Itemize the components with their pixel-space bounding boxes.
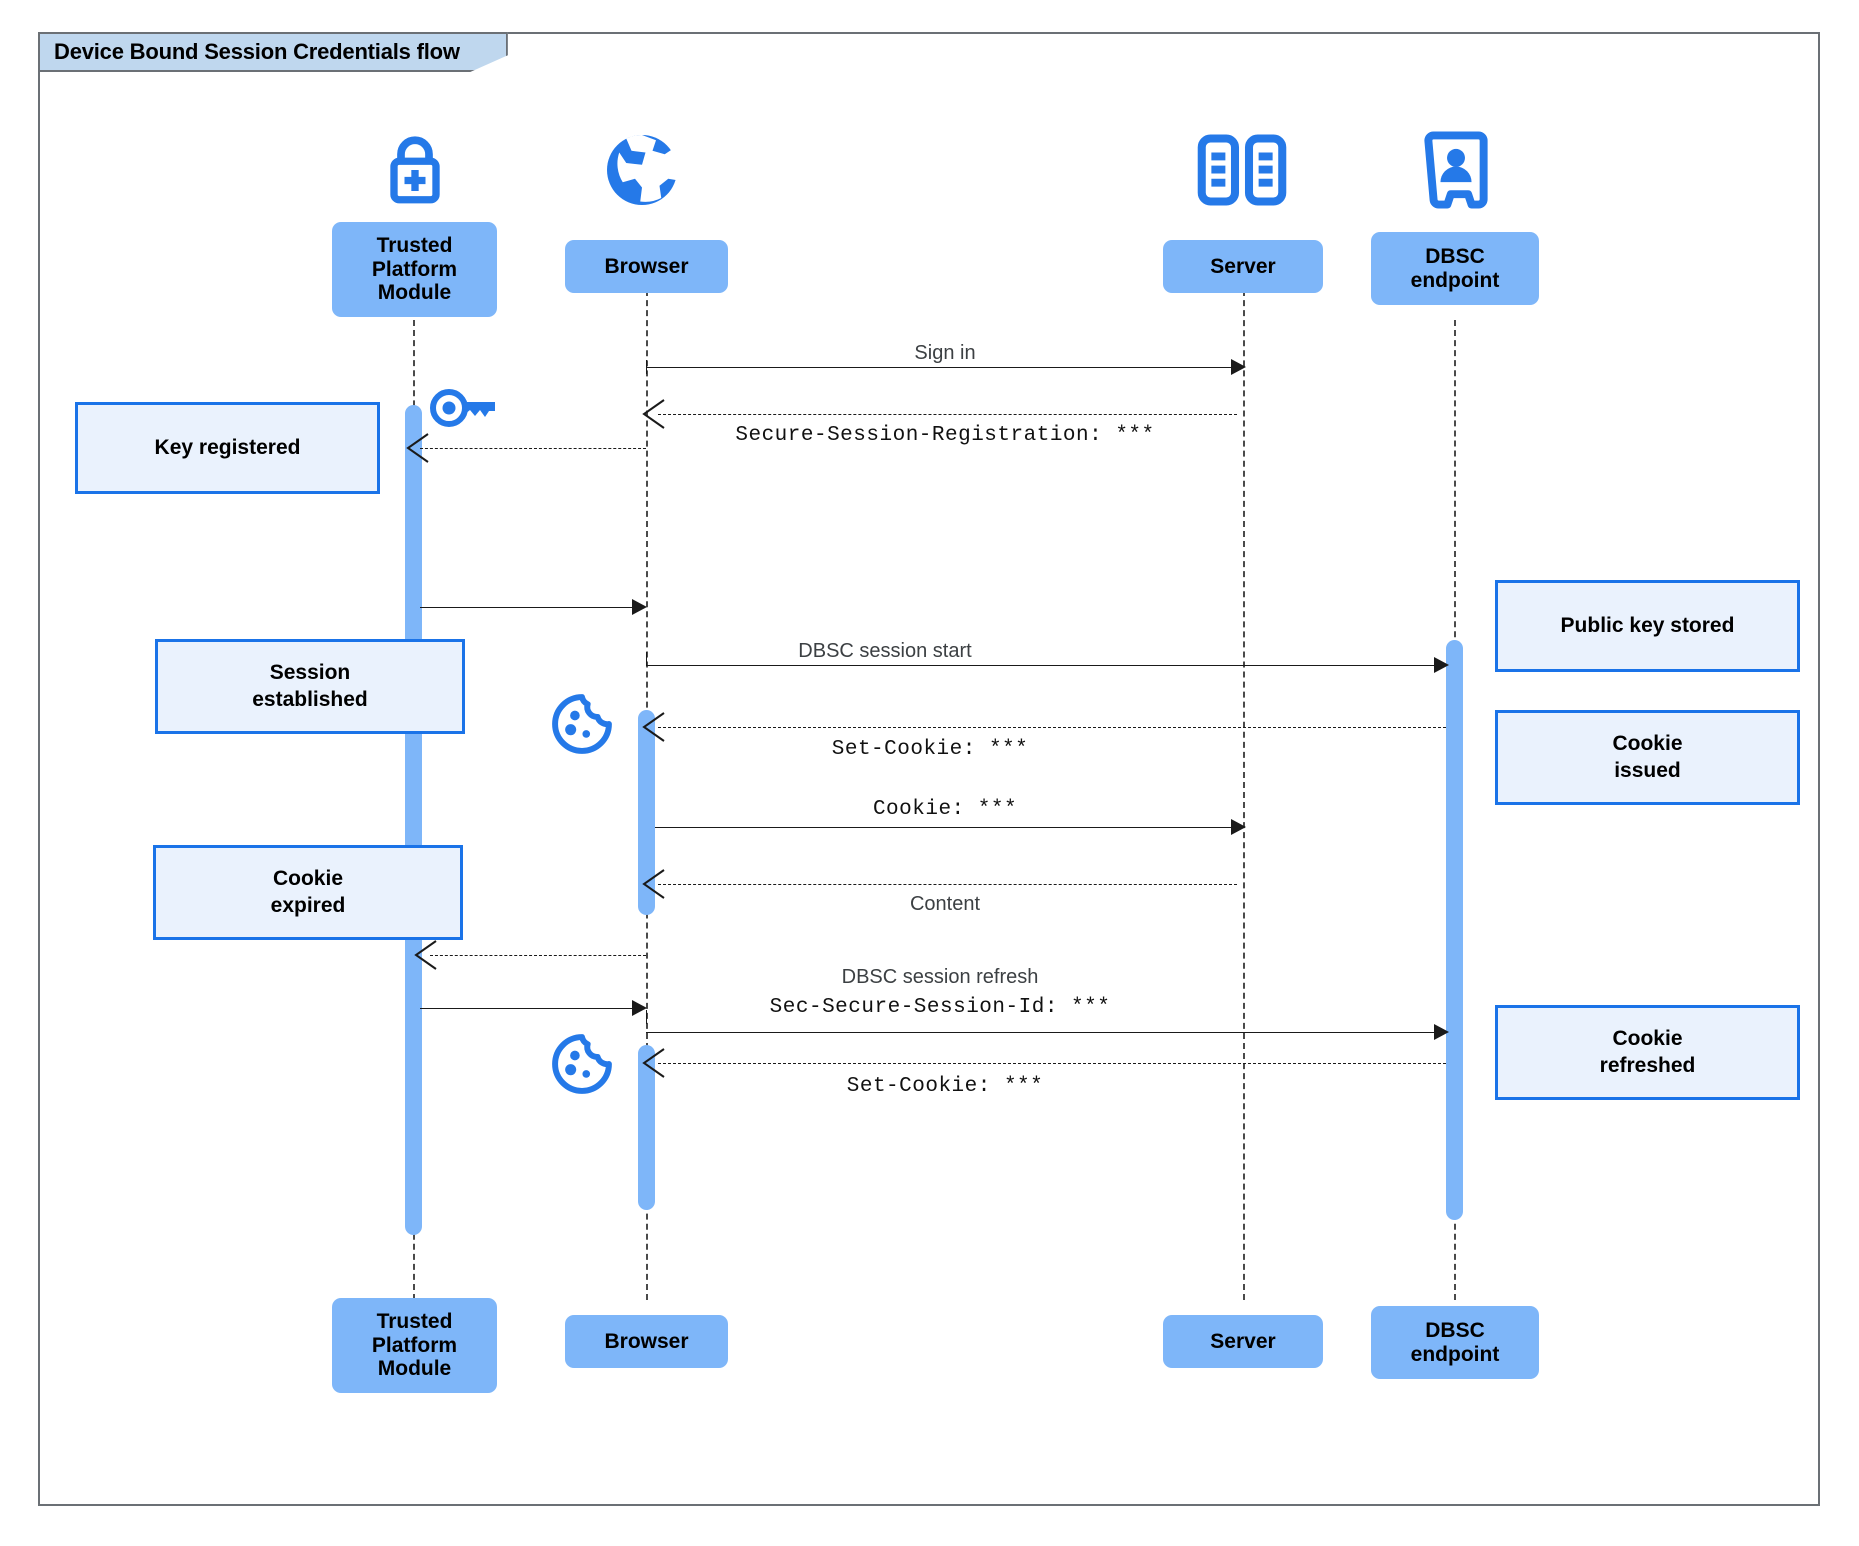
actor-browser-bottom[interactable]: Browser [565,1315,728,1368]
message-label-dbsc-session-refresh: DBSC session refresh [841,966,1039,988]
cookie-icon [548,1030,616,1098]
activation-dbsc [1446,640,1463,1220]
diagram-title: Device Bound Session Credentials flow [38,32,508,72]
note-text: Key registered [154,435,301,459]
actor-dbsc-bottom[interactable]: DBSC endpoint [1371,1306,1539,1379]
message-arrowhead [1434,1024,1449,1040]
actor-label-line: endpoint [1410,1342,1500,1366]
message-label-set-cookie-2: Set-Cookie: *** [846,1075,1044,1098]
actor-label-line: Platform [371,257,458,281]
message-arrowhead [632,1000,647,1016]
message-arrowhead-open [640,398,668,430]
lifeline-server [1243,280,1245,1300]
message-line-content [658,884,1237,885]
message-label-sec-secure-session-id: Sec-Secure-Session-Id: *** [769,996,1111,1019]
actor-label-line: Trusted [376,234,453,258]
message-arrowhead [1231,359,1246,375]
note-session-established: Session established [155,639,465,734]
actor-browser-top[interactable]: Browser [565,240,728,293]
message-label-secure-session-registration: Secure-Session-Registration: *** [735,424,1155,447]
message-tail-tick [646,652,647,666]
note-cookie-expired: Cookie expired [153,845,463,940]
activation-browser-1 [638,710,655,915]
globe-icon [600,128,684,212]
id-badge-icon [1418,128,1494,212]
actor-tpm-bottom[interactable]: Trusted Platform Module [332,1298,497,1393]
message-label-cookie: Cookie: *** [872,798,1018,821]
message-line-tpm-register [420,448,646,449]
note-text: Public key stored [1560,613,1735,637]
message-label-content: Content [909,893,981,915]
message-label-sign-in: Sign in [914,342,976,364]
message-tail-tick [646,1010,647,1024]
lock-plus-icon [373,128,457,212]
note-cookie-refreshed: Cookie refreshed [1495,1005,1800,1100]
message-label-dbsc-session-start: DBSC session start [798,640,972,662]
message-line-tpm-to-browser [420,607,639,608]
actor-tpm-top[interactable]: Trusted Platform Module [332,222,497,317]
note-cookie-issued: Cookie issued [1495,710,1800,805]
message-line-browser-to-tpm [430,955,646,956]
activation-browser-2 [638,1045,655,1210]
message-arrowhead [1231,819,1246,835]
actor-server-top[interactable]: Server [1163,240,1323,293]
actor-label-line: Browser [604,1329,689,1353]
actor-label-line: DBSC [1425,1318,1485,1342]
message-arrowhead [632,599,647,615]
message-arrowhead-open [412,939,440,971]
activation-tpm [405,405,422,1235]
note-text-line: established [252,687,368,711]
actor-label-line: Module [377,281,452,305]
message-arrowhead-open [640,711,668,743]
note-text-line: Session [269,661,351,685]
actor-label-line: DBSC [1425,244,1485,268]
actor-label-line: Server [1210,254,1276,278]
note-text-line: expired [270,893,346,917]
server-rack-icon [1196,128,1288,212]
note-text-line: Cookie [1612,1027,1683,1051]
message-line-sign-in [646,367,1237,368]
actor-label-line: endpoint [1410,268,1500,292]
cookie-icon [548,690,616,758]
actor-label-line: Module [377,1357,452,1381]
note-key-registered: Key registered [75,402,380,494]
message-arrowhead [1434,657,1449,673]
message-arrowhead-open [640,1047,668,1079]
message-label-set-cookie-1: Set-Cookie: *** [831,738,1029,761]
message-line-dbsc-session-refresh [646,1032,1446,1033]
actor-label-line: Server [1210,1329,1276,1353]
message-line-set-cookie-2 [658,1063,1446,1064]
message-line-tpm-to-browser-2 [420,1008,639,1009]
actor-label-line: Browser [604,254,689,278]
message-line-dbsc-session-start [646,665,1446,666]
note-text-line: issued [1614,758,1681,782]
note-text-line: refreshed [1599,1053,1696,1077]
message-line-secure-session-registration [658,414,1237,415]
actor-dbsc-top[interactable]: DBSC endpoint [1371,232,1539,305]
message-line-cookie [655,827,1237,828]
actor-label-line: Trusted [376,1310,453,1334]
note-text-line: Cookie [272,867,343,891]
message-arrowhead-open [404,432,432,464]
message-line-set-cookie-1 [658,727,1446,728]
message-arrowhead-open [640,868,668,900]
actor-label-line: Platform [371,1333,458,1357]
actor-server-bottom[interactable]: Server [1163,1315,1323,1368]
note-text-line: Cookie [1612,732,1683,756]
note-public-key-stored: Public key stored [1495,580,1800,672]
key-icon [427,383,501,433]
